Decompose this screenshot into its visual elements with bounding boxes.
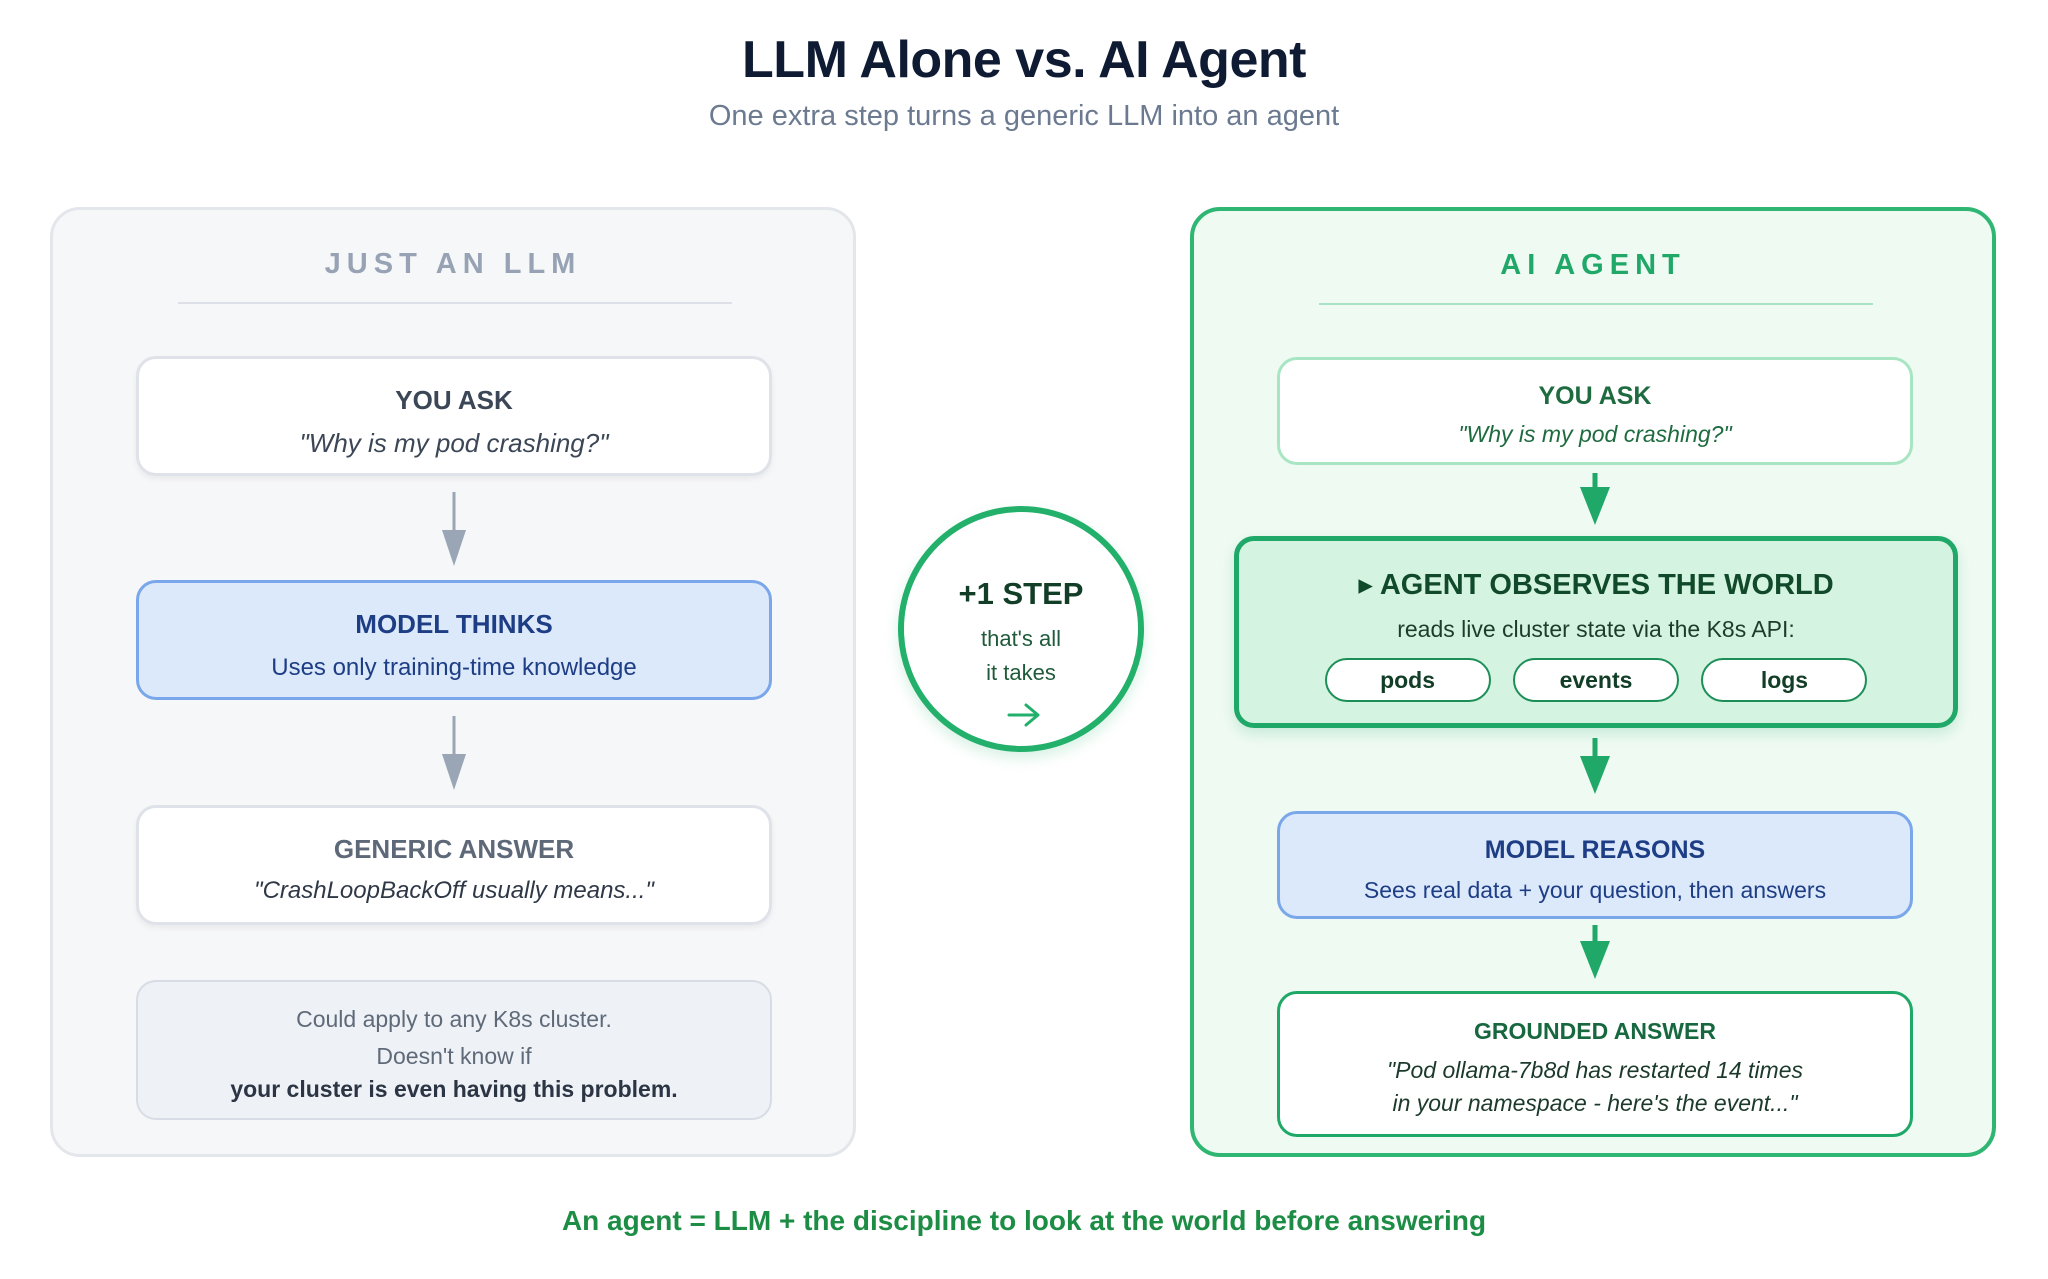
step-line-2: it takes — [986, 660, 1056, 685]
agent-panel-heading: AI AGENT — [1500, 249, 1686, 281]
pill-pods: pods — [1324, 658, 1491, 702]
you-ask-title: YOU ASK — [1538, 382, 1652, 410]
down-arrow-icon — [1580, 925, 1610, 979]
you-ask-box: YOU ASK "Why is my pod crashing?" — [1277, 357, 1913, 465]
down-arrow-icon — [442, 716, 466, 790]
generic-answer-quote: "CrashLoopBackOff usually means..." — [254, 877, 654, 904]
grounded-answer-title: GROUNDED ANSWER — [1474, 1018, 1716, 1044]
you-ask-question: "Why is my pod crashing?" — [299, 428, 609, 458]
grounded-answer-box: GROUNDED ANSWER "Pod ollama-7b8d has res… — [1277, 991, 1913, 1137]
page-title: LLM Alone vs. AI Agent — [742, 31, 1306, 89]
llm-panel: JUST AN LLM YOU ASK "Why is my pod crash… — [50, 207, 856, 1157]
page-subtitle: One extra step turns a generic LLM into … — [708, 100, 1340, 132]
step-line-1: that's all — [980, 626, 1062, 651]
down-arrow-icon — [1580, 473, 1610, 525]
down-arrow-icon — [1580, 738, 1610, 794]
divider — [178, 302, 732, 304]
generic-answer-title: GENERIC ANSWER — [333, 834, 575, 864]
pill-events: events — [1513, 658, 1679, 702]
generic-answer-box: GENERIC ANSWER "CrashLoopBackOff usually… — [136, 805, 772, 925]
model-thinks-title: MODEL THINKS — [355, 609, 553, 639]
divider — [1319, 303, 1873, 305]
model-reasons-box: MODEL REASONS Sees real data + your ques… — [1277, 811, 1913, 919]
agent-observes-box: ▸ AGENT OBSERVES THE WORLD reads live cl… — [1234, 536, 1958, 728]
note-line-1: Could apply to any K8s cluster. — [296, 1006, 612, 1032]
agent-panel: AI AGENT YOU ASK "Why is my pod crashing… — [1190, 207, 1996, 1157]
note-line-2: Doesn't know if — [376, 1043, 532, 1069]
you-ask-title: YOU ASK — [395, 385, 513, 415]
footer-caption: An agent = LLM + the discipline to look … — [561, 1205, 1487, 1236]
model-reasons-title: MODEL REASONS — [1484, 836, 1706, 864]
down-arrow-icon — [442, 492, 466, 566]
data-source-pills: pods events logs — [1239, 658, 1953, 702]
agent-observes-text: reads live cluster state via the K8s API… — [1397, 616, 1795, 642]
model-reasons-text: Sees real data + your question, then ans… — [1363, 877, 1827, 903]
model-thinks-text: Uses only training-time knowledge — [271, 654, 637, 681]
you-ask-question: "Why is my pod crashing?" — [1458, 421, 1732, 447]
pill-logs: logs — [1701, 658, 1868, 702]
note-line-3: your cluster is even having this problem… — [230, 1076, 678, 1102]
agent-observes-title: ▸ AGENT OBSERVES THE WORLD — [1358, 569, 1834, 601]
step-label: +1 STEP — [958, 576, 1084, 611]
you-ask-box: YOU ASK "Why is my pod crashing?" — [136, 356, 772, 476]
arrow-right-icon — [1007, 703, 1040, 727]
grounded-answer-line-2: in your namespace - here's the event..." — [1392, 1090, 1798, 1116]
plus-one-step-badge: +1 STEP that's all it takes — [898, 506, 1144, 752]
limitation-note: Could apply to any K8s cluster. Doesn't … — [136, 980, 772, 1120]
model-thinks-box: MODEL THINKS Uses only training-time kno… — [136, 580, 772, 700]
grounded-answer-line-1: "Pod ollama-7b8d has restarted 14 times — [1387, 1057, 1803, 1083]
llm-panel-heading: JUST AN LLM — [324, 248, 582, 280]
